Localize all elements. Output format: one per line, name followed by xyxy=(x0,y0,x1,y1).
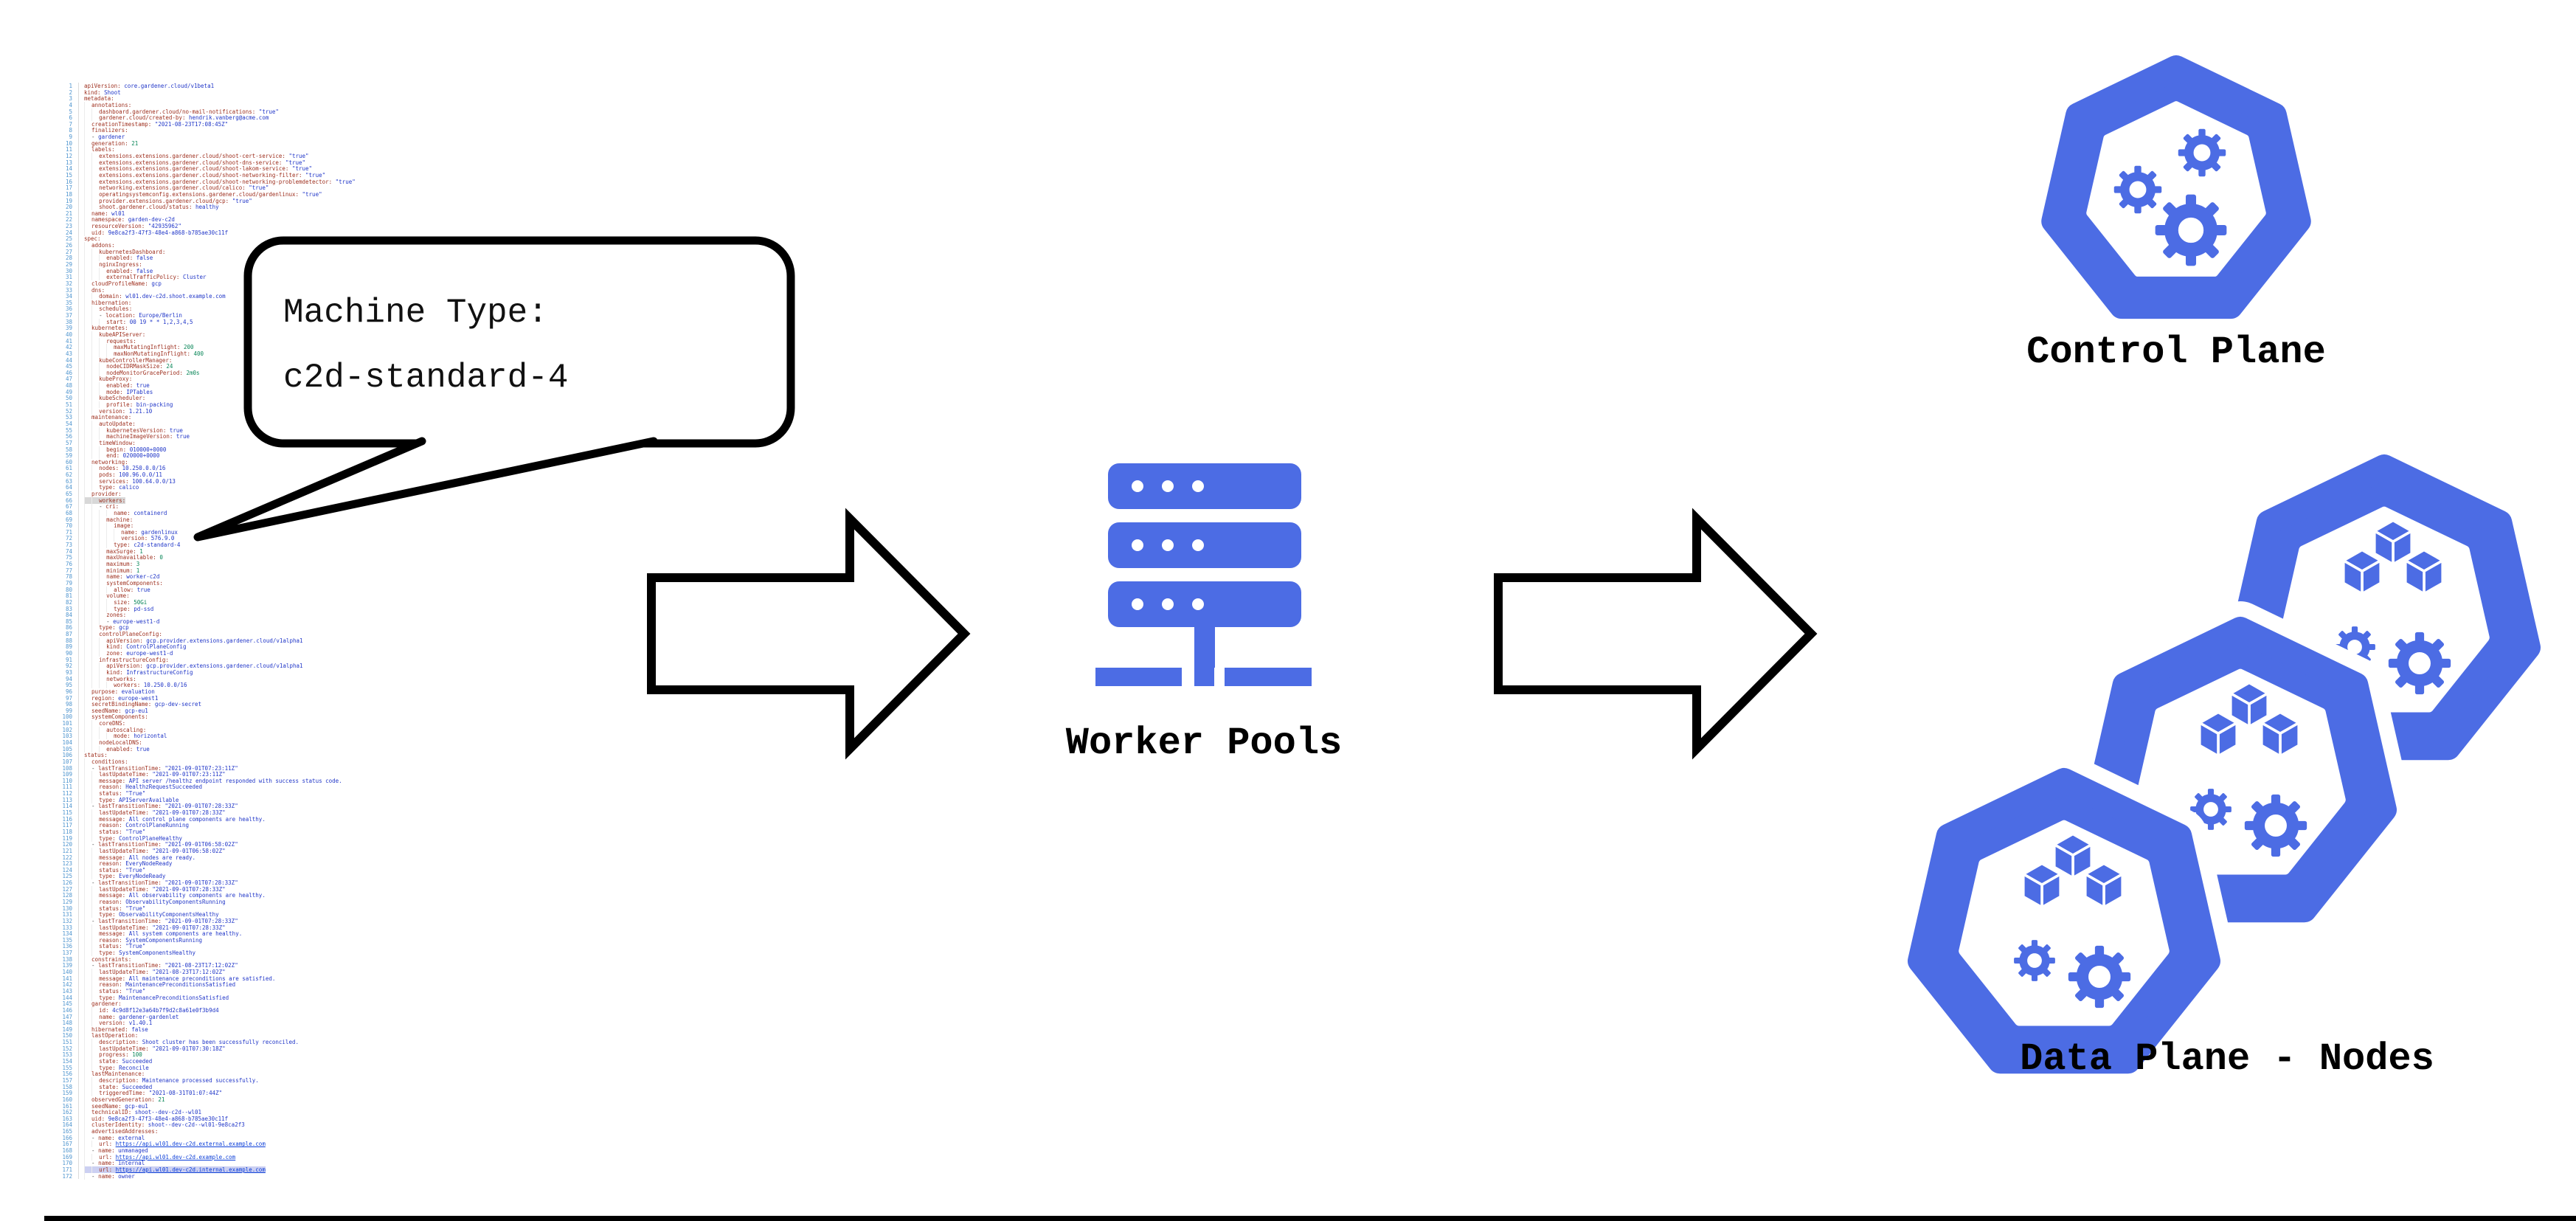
arrow-right-icon xyxy=(1498,519,1811,749)
worker-pools-label: Worker Pools xyxy=(1065,722,1343,765)
control-plane-label: Control Plane xyxy=(2026,331,2326,374)
speech-bubble xyxy=(193,236,795,542)
node-heptagon-icon xyxy=(1920,781,2208,1061)
callout-title: Machine Type: xyxy=(283,294,548,332)
data-plane-label: Data Plane - Nodes xyxy=(2020,1037,2434,1081)
arrow-right-icon xyxy=(651,519,964,749)
control-plane-heptagon-icon xyxy=(2054,68,2298,306)
callout-value: c2d-standard-4 xyxy=(283,359,569,397)
bottom-border-line xyxy=(44,1216,2576,1221)
server-rack-icon xyxy=(1095,463,1312,686)
